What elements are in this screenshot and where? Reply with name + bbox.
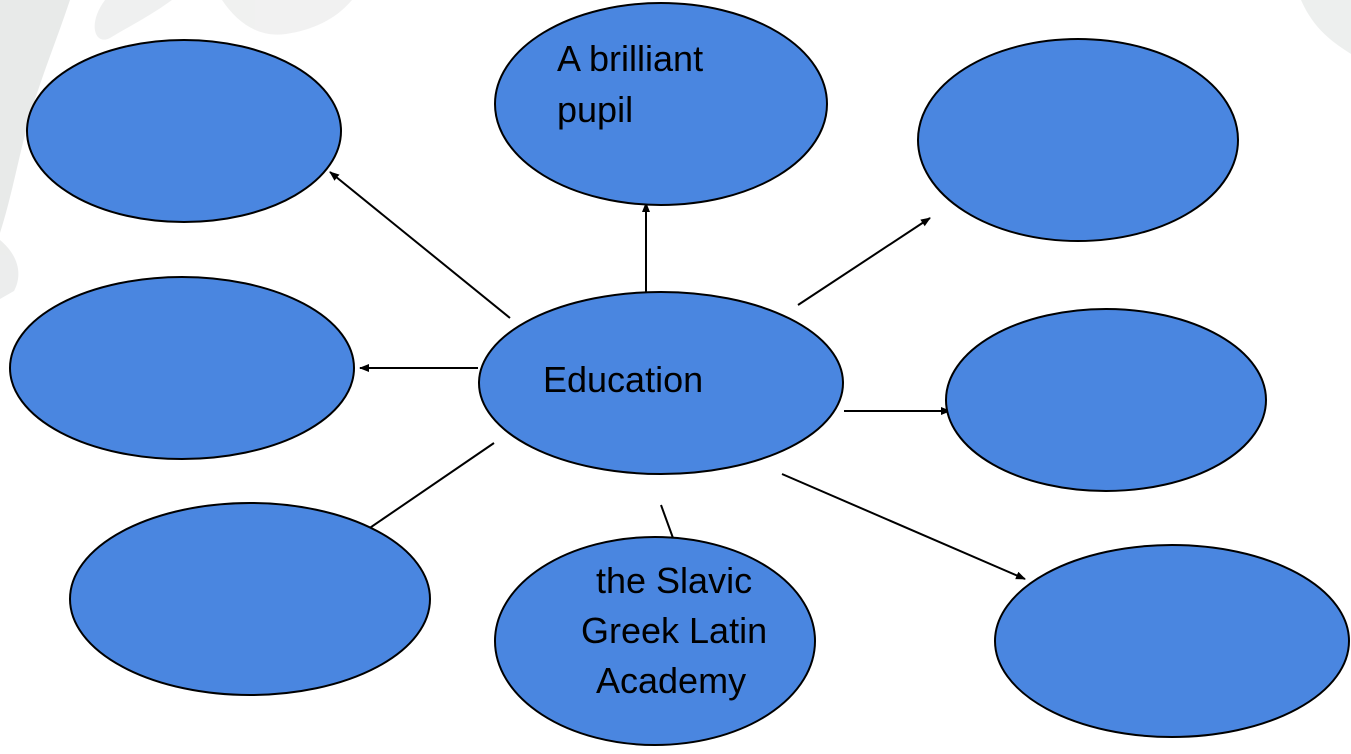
arrow-to-bottom-left bbox=[357, 442, 495, 537]
bottom-node-line-3: Academy bbox=[596, 660, 746, 701]
node-middle-left bbox=[9, 276, 355, 460]
background-texture bbox=[0, 0, 1351, 299]
node-top: A brilliant pupil bbox=[494, 2, 828, 206]
ellipse-top-right bbox=[917, 38, 1239, 242]
bottom-node-line-1: the Slavic bbox=[596, 560, 752, 601]
node-middle-right bbox=[945, 308, 1267, 492]
node-top-right bbox=[917, 38, 1239, 242]
ellipse-bottom-right bbox=[994, 544, 1350, 738]
node-bottom-left bbox=[69, 502, 431, 696]
node-bottom: the Slavic Greek Latin Academy bbox=[494, 536, 816, 746]
ellipse-middle-right bbox=[945, 308, 1267, 492]
ellipse-top bbox=[494, 2, 828, 206]
center-node-label: Education bbox=[543, 359, 703, 400]
ellipse-center bbox=[478, 291, 844, 475]
node-bottom-right bbox=[994, 544, 1350, 738]
arrow-to-top-left bbox=[329, 171, 511, 319]
top-node-line-1: A brilliant bbox=[557, 38, 703, 79]
ellipse-middle-left bbox=[9, 276, 355, 460]
top-node-line-2: pupil bbox=[557, 89, 633, 130]
node-top-left bbox=[26, 39, 342, 223]
bottom-node-line-2: Greek Latin bbox=[581, 610, 767, 651]
arrow-to-bottom-right bbox=[781, 473, 1026, 580]
ellipse-bottom bbox=[494, 536, 816, 746]
arrow-to-top-right bbox=[797, 217, 931, 306]
ellipse-bottom-left bbox=[69, 502, 431, 696]
node-center: Education bbox=[478, 291, 844, 475]
ellipse-top-left bbox=[26, 39, 342, 223]
